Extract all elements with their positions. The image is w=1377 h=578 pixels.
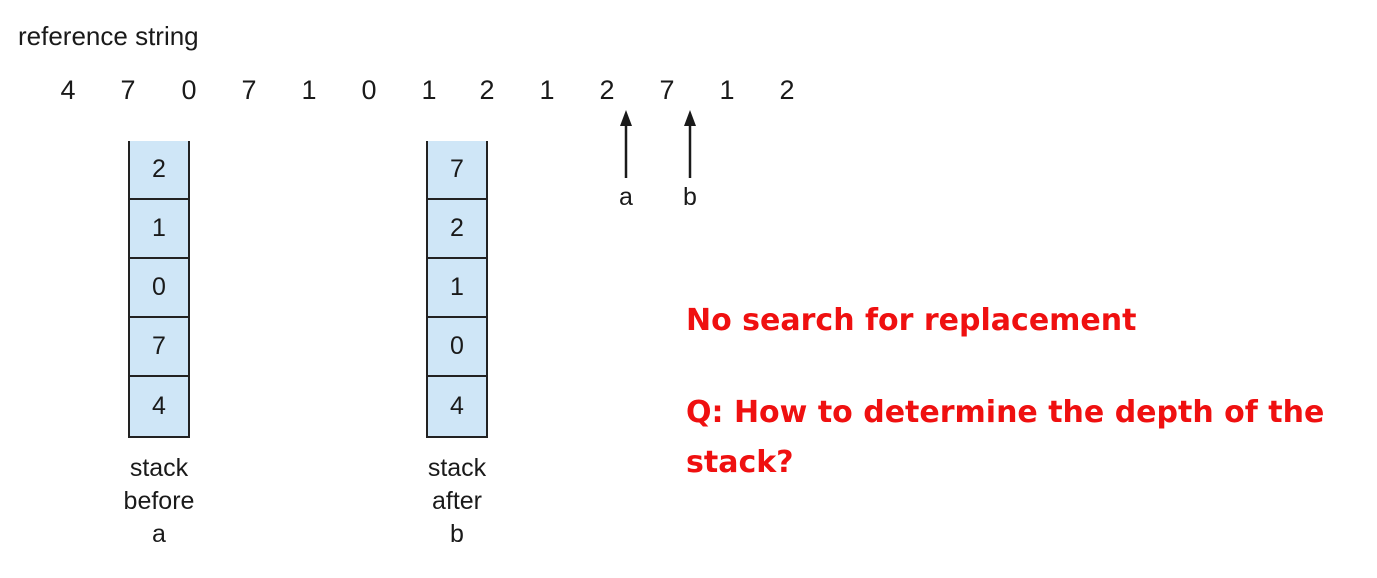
stack-label-line: stack — [427, 454, 487, 482]
reference-item: 2 — [479, 75, 495, 105]
arrow-label-a: a — [619, 183, 633, 211]
reference-item: 7 — [241, 75, 257, 105]
stack-before-a-label: stack before a — [99, 452, 219, 551]
reference-item: 1 — [421, 75, 437, 105]
reference-item: 4 — [60, 75, 76, 105]
arrow-label-b: b — [683, 183, 697, 211]
stack-cell: 0 — [428, 318, 486, 377]
stack-cell: 2 — [130, 141, 188, 200]
reference-item: 0 — [361, 75, 377, 105]
reference-item: 7 — [659, 75, 675, 105]
stack-label-line: after — [431, 487, 483, 515]
stack-cell: 0 — [130, 259, 188, 318]
reference-item: 1 — [301, 75, 317, 105]
arrow-a — [620, 110, 632, 178]
stack-after-b: 7 2 1 0 4 — [426, 141, 488, 438]
reference-item: 2 — [599, 75, 615, 105]
reference-item: 0 — [181, 75, 197, 105]
stack-cell: 7 — [428, 141, 486, 200]
reference-item: 7 — [120, 75, 136, 105]
stack-before-a: 2 1 0 7 4 — [128, 141, 190, 438]
stack-label-line: stack — [129, 454, 189, 482]
stack-label-line: before — [123, 487, 195, 515]
stack-cell: 7 — [130, 318, 188, 377]
stack-cell: 1 — [130, 200, 188, 259]
note-question-line1: Q: How to determine the depth of the — [686, 395, 1325, 430]
stack-cell: 1 — [428, 259, 486, 318]
stack-cell: 2 — [428, 200, 486, 259]
stack-cell: 4 — [450, 392, 464, 420]
stack-after-b-label: stack after b — [397, 452, 517, 551]
stack-label-line: a — [152, 520, 166, 548]
reference-item: 1 — [719, 75, 735, 105]
diagram-title: reference string — [18, 21, 199, 51]
stack-label-line: b — [450, 520, 464, 548]
reference-item: 1 — [539, 75, 555, 105]
stack-cell: 4 — [152, 392, 166, 420]
note-question-line2: stack? — [686, 445, 794, 480]
arrow-b — [684, 110, 696, 178]
reference-item: 2 — [779, 75, 795, 105]
note-no-search: No search for replacement — [686, 303, 1137, 338]
